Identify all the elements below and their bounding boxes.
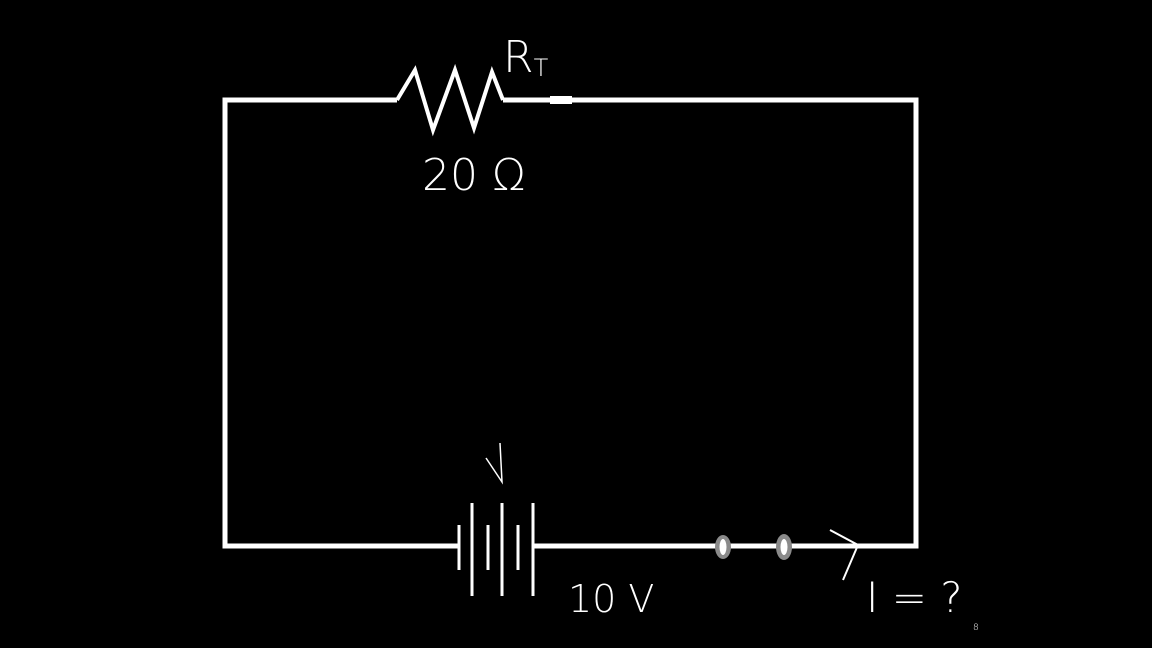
battery-symbol-label: V (490, 477, 491, 479)
battery-symbol (457, 503, 535, 596)
voltage-tick-mark (485, 442, 503, 485)
resistor-label: RT (503, 32, 549, 83)
resistor-value: 20 Ω (422, 150, 526, 201)
wires (222, 97, 919, 549)
terminal-left (715, 535, 731, 559)
terminal-right (776, 534, 792, 560)
current-label: I = ? (866, 573, 963, 622)
current-arrow-icon (829, 529, 860, 581)
wire-top-left (222, 97, 458, 549)
corner-mark: 8 (973, 623, 979, 633)
wire-joint (550, 96, 572, 104)
battery-value: 10 V (568, 577, 654, 621)
wire-top-right (503, 97, 919, 549)
resistor-symbol (395, 63, 505, 137)
